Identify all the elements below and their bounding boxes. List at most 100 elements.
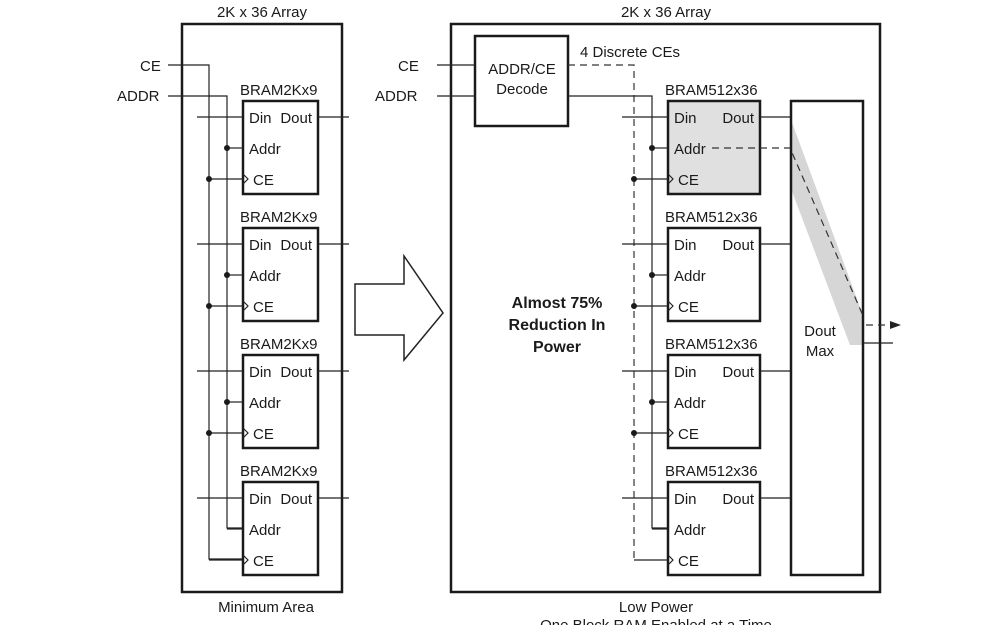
addr-pin-label: Addr — [674, 268, 706, 285]
din-pin-label: Din — [674, 110, 697, 127]
dout-mux — [789, 99, 865, 577]
junction-dot — [631, 176, 637, 182]
dout-pin-label: Dout — [722, 110, 755, 127]
decoder-label-line1: ADDR/CE — [488, 61, 556, 78]
clock-triangle-icon — [667, 173, 674, 185]
bram-block-box — [241, 480, 320, 577]
bram-name-label: BRAM512x36 — [665, 336, 758, 353]
bram-name-label: BRAM512x36 — [665, 82, 758, 99]
left-array-title: 2K x 36 Array — [217, 4, 308, 21]
mux-label-line1: Dout — [804, 323, 837, 340]
dout-pin-label: Dout — [722, 364, 755, 381]
decoder-label-line2: Decode — [496, 81, 548, 98]
left-wiring — [168, 64, 243, 560]
din-pin-label: Din — [674, 364, 697, 381]
addr-pin-label: Addr — [249, 522, 281, 539]
junction-dot — [206, 303, 212, 309]
ce-pin-label: CE — [253, 553, 274, 570]
clock-triangle-icon — [667, 427, 674, 439]
left-ce-label: CE — [140, 58, 161, 75]
addr-pin-label: Addr — [674, 522, 706, 539]
right-array-caption: Low Power — [619, 599, 693, 616]
right-addr-label: ADDR — [375, 88, 418, 105]
bram-name-label: BRAM2Kx9 — [240, 336, 318, 353]
addr-pin-label: Addr — [674, 141, 706, 158]
select-dashed-line — [712, 147, 865, 319]
junction-dot — [224, 272, 230, 278]
dout-pin-label: Dout — [280, 237, 313, 254]
junction-dot — [206, 176, 212, 182]
transform-arrow-icon — [354, 253, 444, 363]
dout-pin-label: Dout — [280, 491, 313, 508]
junction-dot — [631, 430, 637, 436]
dout-pin-label: Dout — [722, 491, 755, 508]
clock-triangle-icon — [242, 300, 249, 312]
clock-triangle-icon — [242, 427, 249, 439]
reduction-line-1: Almost 75% — [512, 295, 603, 312]
din-pin-label: Din — [674, 491, 697, 508]
junction-dot — [206, 430, 212, 436]
bram-name-label: BRAM512x36 — [665, 209, 758, 226]
clock-triangle-icon — [242, 173, 249, 185]
right-wiring — [437, 64, 668, 559]
right-array-title: 2K x 36 Array — [621, 4, 712, 21]
clock-triangle-icon — [242, 554, 249, 566]
addr-ce-decoder — [473, 34, 570, 128]
clock-triangle-icon — [667, 554, 674, 566]
ce-pin-label: CE — [678, 426, 699, 443]
right-array-frame — [449, 22, 882, 594]
addr-pin-label: Addr — [674, 395, 706, 412]
addr-pin-label: Addr — [249, 395, 281, 412]
reduction-line-3: Power — [533, 339, 581, 356]
addr-pin-label: Addr — [249, 141, 281, 158]
bram-block-box — [666, 353, 762, 450]
left-array-caption: Minimum Area — [218, 599, 315, 616]
bram-name-label: BRAM2Kx9 — [240, 209, 318, 226]
dout-pin-label: Dout — [722, 237, 755, 254]
addr-pin-label: Addr — [249, 268, 281, 285]
output-arrow-icon — [890, 321, 901, 329]
bram-name-label: BRAM512x36 — [665, 463, 758, 480]
ce-pin-label: CE — [678, 172, 699, 189]
junction-dot — [649, 272, 655, 278]
bram-block-box — [666, 226, 762, 323]
mux-label-line2: Max — [806, 343, 835, 360]
active-path-highlight — [790, 117, 864, 345]
ce-pin-label: CE — [678, 299, 699, 316]
din-pin-label: Din — [249, 491, 272, 508]
right-array-subcaption: One Block RAM Enabled at a Time — [540, 617, 772, 625]
junction-dot — [649, 145, 655, 151]
junction-dot — [631, 303, 637, 309]
junction-dot — [224, 399, 230, 405]
reduction-line-2: Reduction In — [509, 317, 606, 334]
discrete-ces-label: 4 Discrete CEs — [580, 44, 680, 61]
ce-pin-label: CE — [253, 299, 274, 316]
ce-pin-label: CE — [253, 426, 274, 443]
junction-dot — [224, 145, 230, 151]
right-ce-label: CE — [398, 58, 419, 75]
din-pin-label: Din — [674, 237, 697, 254]
dout-pin-label: Dout — [280, 110, 313, 127]
din-pin-label: Din — [249, 237, 272, 254]
bram-name-label: BRAM2Kx9 — [240, 82, 318, 99]
ce-pin-label: CE — [253, 172, 274, 189]
din-pin-label: Din — [249, 110, 272, 127]
ce-pin-label: CE — [678, 553, 699, 570]
bram-name-label: BRAM2Kx9 — [240, 463, 318, 480]
dout-pin-label: Dout — [280, 364, 313, 381]
junction-dot — [649, 399, 655, 405]
clock-triangle-icon — [667, 300, 674, 312]
left-array-frame — [180, 22, 344, 594]
din-pin-label: Din — [249, 364, 272, 381]
